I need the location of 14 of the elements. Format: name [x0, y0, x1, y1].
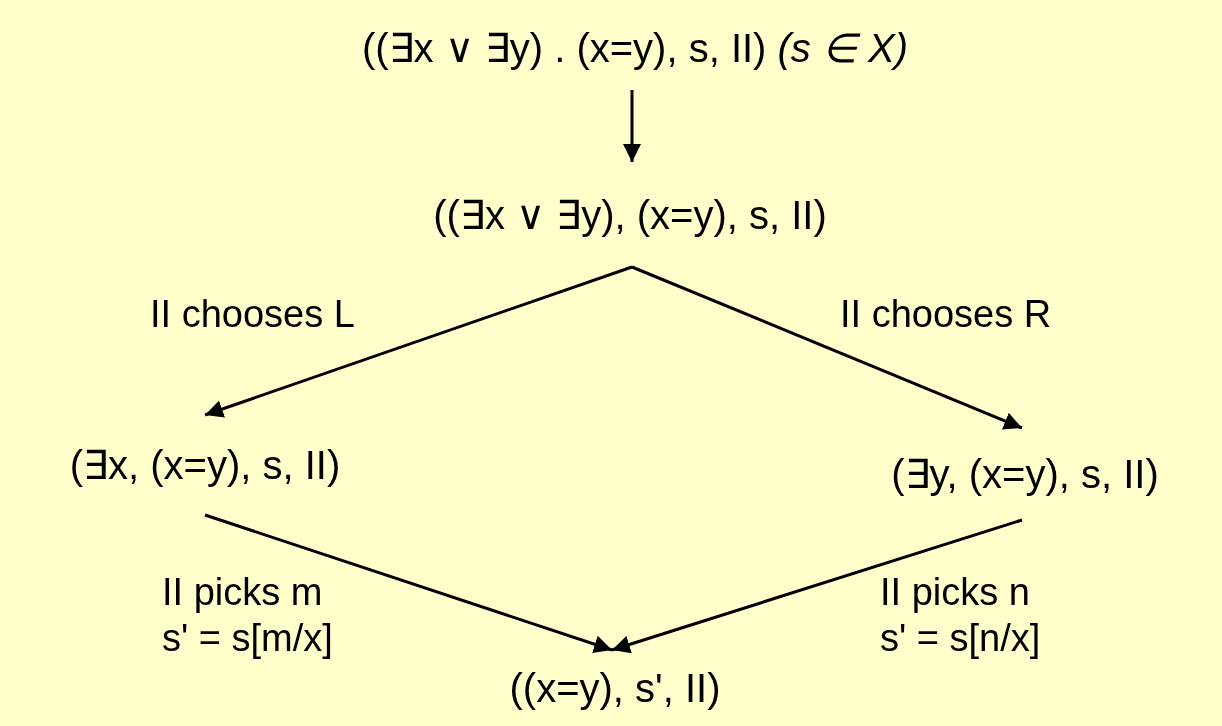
- formula-text: ((∃x ∨ ∃y), (x=y), s, II): [433, 191, 827, 238]
- edge-label: II chooses L: [150, 292, 356, 337]
- edge-label: II picks m s' = s[m/x]: [162, 570, 334, 661]
- formula-text: ((∃x ∨ ∃y) . (x=y), s, II) (s ∈ X): [361, 24, 909, 71]
- formula-text: (∃x, (x=y), s, II): [69, 442, 341, 488]
- arrow: [204, 265, 633, 418]
- formula-text: ((x=y), s', II): [509, 665, 721, 711]
- edge-label: II chooses R: [840, 292, 1053, 337]
- formula-text: (∃y, (x=y), s, II): [891, 451, 1159, 497]
- edge-label: II picks n s' = s[n/x]: [880, 570, 1042, 661]
- arrow: [611, 518, 1023, 654]
- arrow: [623, 90, 641, 162]
- arrow: [204, 513, 613, 653]
- arrow: [631, 265, 1023, 430]
